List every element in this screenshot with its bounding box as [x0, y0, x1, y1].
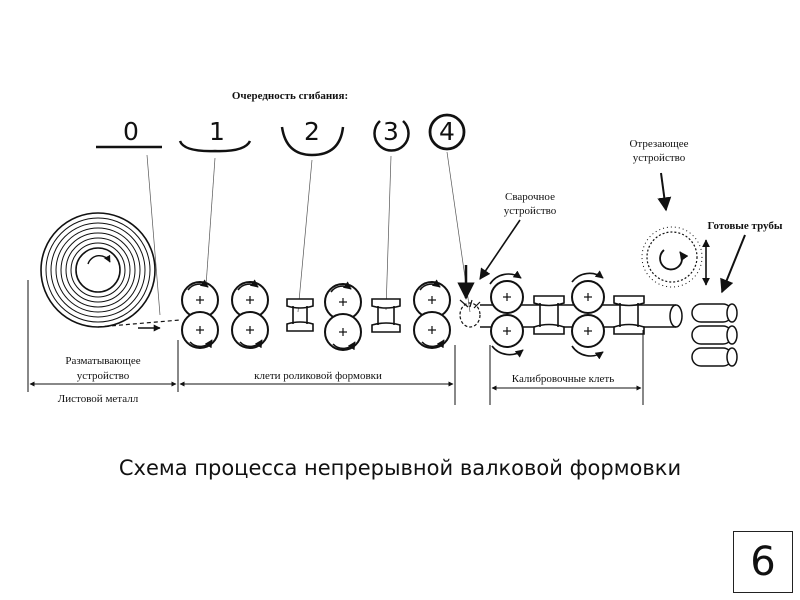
stage-0-label: 0	[123, 117, 139, 146]
stage-4-profile	[428, 113, 466, 151]
calibration-edge-rolls-1	[533, 295, 565, 335]
slide-number: 6	[750, 539, 776, 585]
calibration-roll-pair-2	[571, 280, 605, 348]
finished-pipes-arrow	[720, 234, 746, 294]
stage-1-profile	[178, 140, 252, 153]
uncoiler-label-2: устройство	[77, 370, 130, 382]
finished-pipes	[691, 303, 738, 367]
stage-2-label: 2	[304, 117, 320, 146]
cutting-device	[641, 226, 703, 288]
sheet-metal-label: Листовой металл	[58, 393, 139, 405]
stage-3-label: 3	[383, 117, 399, 146]
cutting-label-1: Отрезающее	[629, 138, 688, 150]
welding-label-2: устройство	[504, 205, 557, 217]
welding-arrow	[479, 219, 521, 280]
calibration-roll-pair-1	[490, 280, 524, 348]
forming-roll-pair-4	[413, 281, 451, 349]
sheet-coil	[40, 212, 156, 328]
slide-number-box: 6	[733, 531, 793, 593]
finished-pipes-label: Готовые трубы	[708, 220, 783, 232]
dimension-lines	[27, 280, 644, 405]
stage-4-label: 4	[439, 117, 455, 146]
forming-roll-pair-3	[324, 283, 362, 351]
calibration-stand-label: Калибровочные клеть	[512, 373, 614, 385]
forming-roll-pair-2	[231, 281, 269, 349]
roll-forming-diagram: Очередность сгибания: 0 1 2 3 4	[27, 90, 783, 405]
calibration-edge-rolls-2	[613, 295, 645, 335]
calibration-roll-marks	[503, 293, 592, 335]
cutting-label-2: устройство	[633, 152, 686, 164]
slide-caption: Схема процесса непрерывной валковой форм…	[118, 456, 682, 480]
stage-1-label: 1	[209, 117, 225, 146]
edge-rolls-1	[286, 298, 314, 332]
rotation-arrows-forming	[187, 279, 445, 351]
forming-roll-pair-1	[181, 281, 219, 349]
rotation-arrows-calibration	[489, 270, 604, 360]
welding-label-1: Сварочное	[505, 191, 555, 203]
stage-2-profile	[280, 126, 345, 157]
stage-3-profile	[373, 120, 410, 152]
uncoiler-label-1: Разматывающее	[65, 355, 140, 367]
roll-center-marks	[196, 296, 436, 336]
edge-rolls-2	[371, 298, 401, 333]
bending-sequence-title: Очередность сгибания:	[232, 90, 348, 102]
welding-zone	[459, 299, 481, 328]
forming-stands-label: клети роликовой формовки	[254, 370, 382, 382]
cutting-device-arrow	[657, 172, 672, 212]
